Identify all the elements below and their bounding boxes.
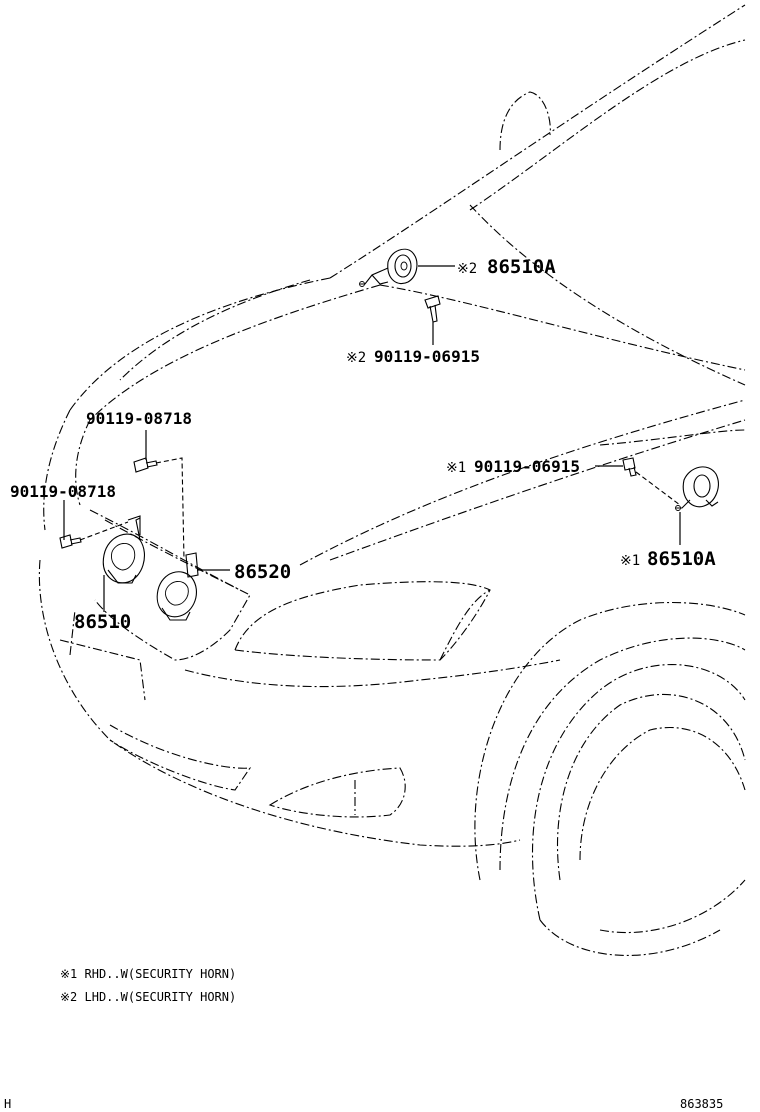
bolt-left-bottom	[59, 534, 82, 549]
note-rhd: ※1 RHD..W(SECURITY HORN)	[60, 967, 236, 981]
horn-main-right	[156, 571, 197, 621]
bolt-left-top	[133, 457, 158, 473]
callout-part-horn-a-upper: 86510A	[487, 256, 556, 278]
callout-part-horn-a-right: 86510A	[647, 548, 716, 570]
note-lhd: ※2 LHD..W(SECURITY HORN)	[60, 990, 236, 1004]
horn-bracket	[127, 515, 199, 578]
security-horn-right	[675, 466, 719, 511]
horn-main-left	[102, 517, 145, 584]
callout-mark-bolt-right: ※1	[446, 460, 466, 476]
callout-part-bolt-left-bottom: 90119-08718	[10, 482, 116, 501]
callout-part-bolt-right: 90119-06915	[474, 457, 580, 476]
callout-part-horn-main: 86510	[74, 611, 131, 633]
bolt-upper	[424, 295, 441, 323]
callout-part-bracket: 86520	[234, 561, 291, 583]
callout-mark-bolt-upper: ※2	[346, 350, 366, 366]
callout-part-bolt-left-top: 90119-08718	[86, 409, 192, 428]
leader-lines	[63, 265, 681, 612]
security-horn-upper	[359, 248, 418, 287]
callout-mark-horn-a-upper: ※2	[457, 261, 477, 277]
callout-part-bolt-upper: 90119-06915	[374, 347, 480, 366]
bolt-right	[622, 457, 637, 477]
corner-left-code: H	[4, 1097, 11, 1111]
diagram-number: 863835	[680, 1097, 723, 1111]
car-body-outline	[38, 4, 746, 956]
callout-mark-horn-a-right: ※1	[620, 553, 640, 569]
